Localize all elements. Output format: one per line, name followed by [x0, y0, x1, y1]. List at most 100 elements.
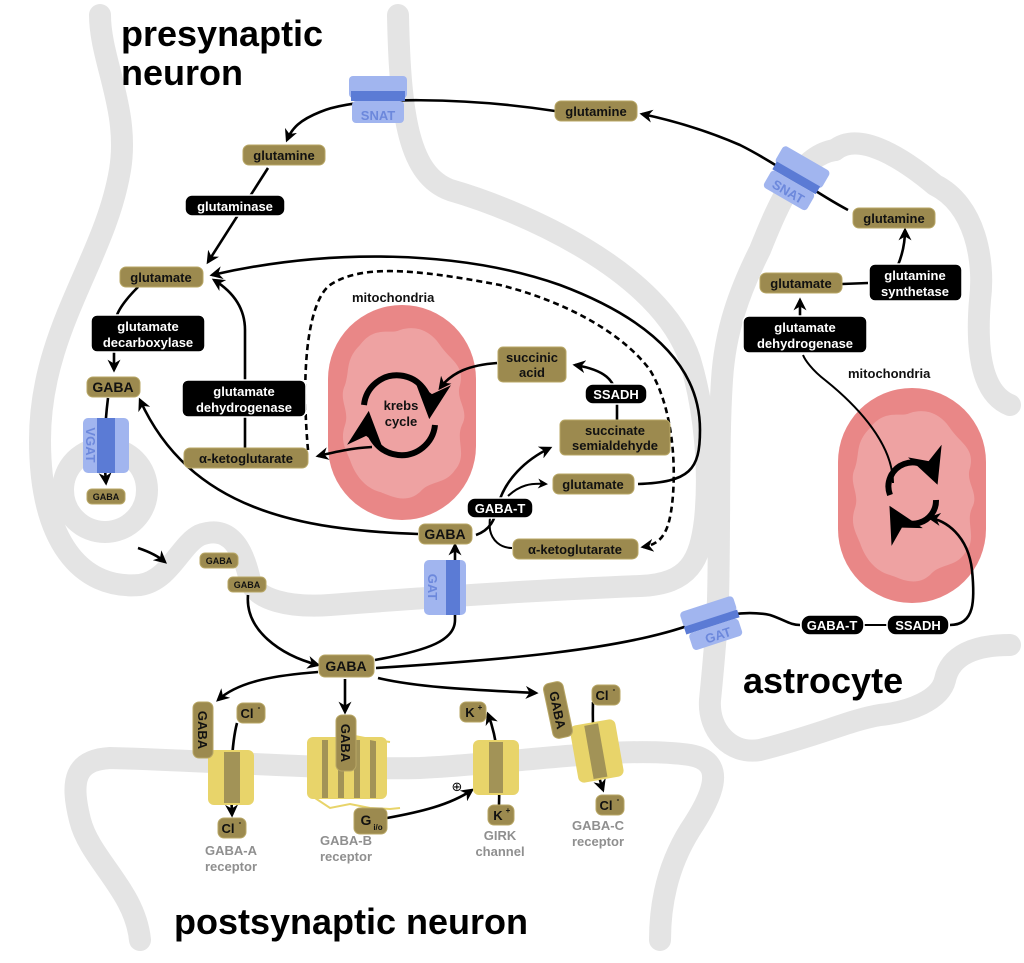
enzyme-ssadh-astrocyte: SSADH	[886, 614, 950, 636]
krebs-cycle-icon	[347, 372, 451, 459]
molecule-gaba-released-1: GABA	[199, 552, 239, 569]
presynaptic-membrane	[29, 4, 718, 617]
svg-text:Cl: Cl	[596, 688, 609, 703]
mitochondrion-cristae	[852, 411, 975, 582]
svg-text:GABA: GABA	[93, 492, 120, 502]
svg-text:glutamine: glutamine	[884, 268, 945, 283]
svg-text:GABA-T: GABA-T	[475, 501, 526, 516]
ligand-gaba-c: GABA	[543, 681, 573, 739]
svg-text:+: +	[506, 806, 511, 815]
molecule-succinic-acid: succinic acid	[497, 346, 567, 383]
ion-cl-in-gaba-a: Cl -	[236, 702, 266, 724]
gat-transporter-presynaptic: GAT	[424, 560, 466, 615]
svg-text:Cl: Cl	[600, 798, 613, 813]
svg-text:glutamate: glutamate	[770, 276, 831, 291]
enzyme-ssadh-presynaptic: SSADH	[584, 383, 648, 405]
svg-text:α-ketoglutarate: α-ketoglutarate	[528, 542, 622, 557]
svg-text:dehydrogenase: dehydrogenase	[757, 336, 853, 351]
svg-text:succinate: succinate	[585, 423, 645, 438]
svg-text:glutamate: glutamate	[562, 477, 623, 492]
svg-text:-: -	[258, 703, 261, 712]
svg-text:i/o: i/o	[373, 823, 382, 832]
ion-cl-in-gaba-c: Cl -	[591, 684, 621, 706]
svg-text:Cl: Cl	[241, 706, 254, 721]
krebs-label-1: krebs	[384, 398, 419, 413]
enzyme-glutamine-synthetase: glutamine synthetase	[868, 263, 963, 302]
astrocyte-membrane	[824, 132, 1021, 416]
svg-text:semialdehyde: semialdehyde	[572, 438, 658, 453]
svg-text:Cl: Cl	[222, 821, 235, 836]
svg-text:GABA: GABA	[206, 556, 233, 566]
svg-text:GABA: GABA	[325, 658, 366, 674]
molecule-gaba-released-2: GABA	[227, 576, 267, 593]
molecule-glutamine-presynaptic: glutamine	[242, 144, 326, 166]
svg-text:glutamine: glutamine	[565, 104, 626, 119]
gaba-b-label-2: receptor	[320, 849, 372, 864]
membranes	[29, 4, 1021, 951]
svg-text:-: -	[613, 685, 616, 694]
svg-text:α-ketoglutarate: α-ketoglutarate	[199, 451, 293, 466]
ion-k-out-girk: K +	[487, 804, 515, 826]
gat-label: GAT	[425, 574, 440, 601]
svg-text:glutamine: glutamine	[863, 211, 924, 226]
svg-text:GABA-T: GABA-T	[807, 618, 858, 633]
svg-text:dehydrogenase: dehydrogenase	[196, 400, 292, 415]
svg-text:glutamate: glutamate	[213, 384, 274, 399]
enzyme-gaba-t-astrocyte: GABA-T	[800, 614, 865, 636]
enzyme-glutamate-dehydrogenase-astrocyte: glutamate dehydrogenase	[742, 315, 868, 354]
svg-text:glutamate: glutamate	[774, 320, 835, 335]
mitochondria-label-astrocyte: mitochondria	[848, 366, 931, 381]
gaba-c-label-2: receptor	[572, 834, 624, 849]
mitochondrion-cristae	[342, 328, 465, 499]
presynaptic-title-2: neuron	[121, 52, 243, 93]
snat-label: SNAT	[361, 108, 395, 123]
svg-text:GABA: GABA	[338, 724, 353, 763]
gat-transporter-astrocyte: GAT	[680, 596, 743, 650]
gaba-a-receptor	[208, 750, 254, 805]
svg-text:+: +	[478, 703, 483, 712]
svg-text:decarboxylase: decarboxylase	[103, 335, 193, 350]
enzyme-gaba-t-presynaptic: GABA-T	[466, 497, 534, 519]
gaba-a-label-2: receptor	[205, 859, 257, 874]
snat-transporter-presynaptic: SNAT	[349, 76, 407, 123]
vgat-transporter: VGAT	[83, 418, 129, 473]
molecule-gaba-presynaptic: GABA	[86, 376, 141, 398]
svg-text:GABA: GABA	[195, 711, 210, 750]
molecule-glutamine-astrocyte: glutamine	[852, 207, 936, 229]
girk-channel	[473, 740, 519, 795]
svg-text:glutamine: glutamine	[253, 148, 314, 163]
svg-text:K: K	[493, 808, 503, 823]
svg-text:GABA: GABA	[92, 379, 133, 395]
svg-text:GABA: GABA	[424, 526, 465, 542]
ion-k-in-girk: K +	[459, 701, 487, 723]
molecule-gaba-vesicle: GABA	[86, 488, 126, 505]
svg-text:GABA: GABA	[234, 580, 261, 590]
astrocyte-title: astrocyte	[743, 660, 903, 701]
gaba-c-label-1: GABA-C	[572, 818, 625, 833]
gaba-c-receptor	[570, 719, 624, 783]
presynaptic-title-1: presynaptic	[121, 13, 323, 54]
enzyme-glutaminase: glutaminase	[184, 194, 286, 217]
enzyme-glutamate-dehydrogenase-presynaptic: glutamate dehydrogenase	[181, 379, 307, 418]
molecule-succinate-semialdehyde: succinate semialdehyde	[559, 419, 671, 456]
girk-label-2: channel	[475, 844, 524, 859]
vgat-label: VGAT	[83, 427, 98, 462]
astrocyte-cycle-icon	[885, 444, 942, 546]
svg-text:glutamate: glutamate	[117, 319, 178, 334]
molecule-alpha-ketoglutarate-right: α-ketoglutarate	[512, 538, 639, 560]
ion-cl-out-gaba-c: Cl -	[595, 794, 625, 816]
presynaptic-mitochondrion	[328, 305, 476, 520]
astrocyte-membrane-left	[698, 139, 1021, 762]
krebs-label-2: cycle	[385, 414, 418, 429]
postsynaptic-title: postsynaptic neuron	[174, 901, 528, 942]
g-protein-gi-o: G i/o	[353, 807, 388, 835]
svg-text:G: G	[361, 812, 372, 828]
svg-text:succinic: succinic	[506, 350, 558, 365]
ion-cl-out-gaba-a: Cl -	[217, 817, 247, 839]
svg-text:SSADH: SSADH	[593, 387, 639, 402]
molecule-glutamine-cleft: glutamine	[554, 100, 638, 122]
molecule-gaba-mito: GABA	[418, 523, 473, 545]
svg-text:K: K	[465, 705, 475, 720]
enzyme-glutamate-decarboxylase: glutamate decarboxylase	[90, 314, 206, 353]
